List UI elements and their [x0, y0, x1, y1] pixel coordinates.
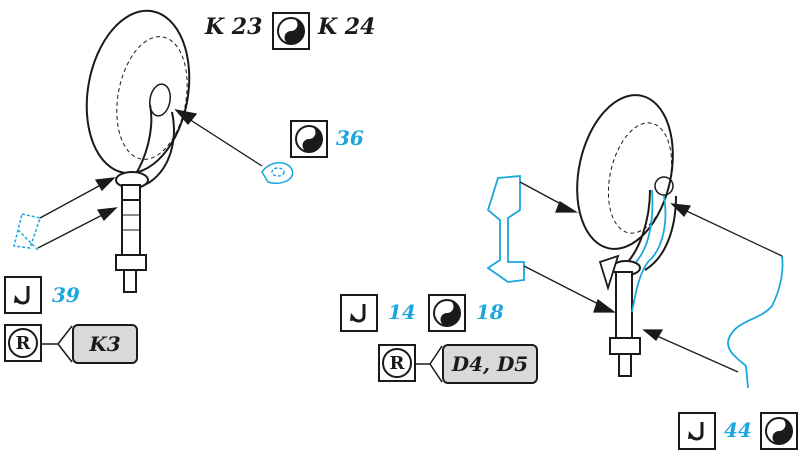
- hook-icon: [688, 422, 704, 441]
- hook-icon-box: [340, 294, 378, 332]
- right-wheel-assembly: [576, 94, 677, 377]
- ref-44: 44: [724, 418, 752, 442]
- hook-icon-box: [4, 276, 42, 314]
- yin-yang-icon-box: [760, 412, 798, 450]
- yin-yang-icon: [295, 125, 323, 153]
- registered-icon-box: R: [4, 324, 42, 362]
- yin-yang-icon-box: [428, 294, 466, 332]
- ref-k3-tab: K3: [72, 324, 138, 364]
- registered-icon-box: R: [378, 344, 416, 382]
- right-blue-parts: [486, 175, 784, 389]
- yin-yang-icon: [277, 17, 305, 45]
- ref-d4-d5-tab: D4, D5: [442, 344, 538, 384]
- tab-connector: [416, 345, 443, 383]
- right-arrows: [519, 181, 783, 373]
- hook-icon: [14, 286, 30, 305]
- left-arrows: [37, 108, 263, 249]
- registered-circle-icon: R: [382, 348, 412, 378]
- ref-k24: K 24: [318, 14, 376, 40]
- left-wheel-assembly: [85, 9, 191, 293]
- yin-yang-icon-box: [272, 12, 310, 50]
- ref-k23: K 23: [205, 14, 263, 40]
- ref-39: 39: [52, 283, 80, 307]
- left-blue-parts: [13, 162, 294, 251]
- hook-icon: [350, 304, 366, 323]
- tab-connector: [42, 325, 73, 363]
- registered-circle-icon: R: [8, 328, 38, 358]
- ref-18: 18: [476, 300, 504, 324]
- yin-yang-icon: [765, 417, 793, 445]
- yin-yang-icon: [433, 299, 461, 327]
- ref-14: 14: [388, 300, 416, 324]
- ref-36: 36: [336, 126, 364, 150]
- hook-icon-box: [678, 412, 716, 450]
- yin-yang-icon-box: [290, 120, 328, 158]
